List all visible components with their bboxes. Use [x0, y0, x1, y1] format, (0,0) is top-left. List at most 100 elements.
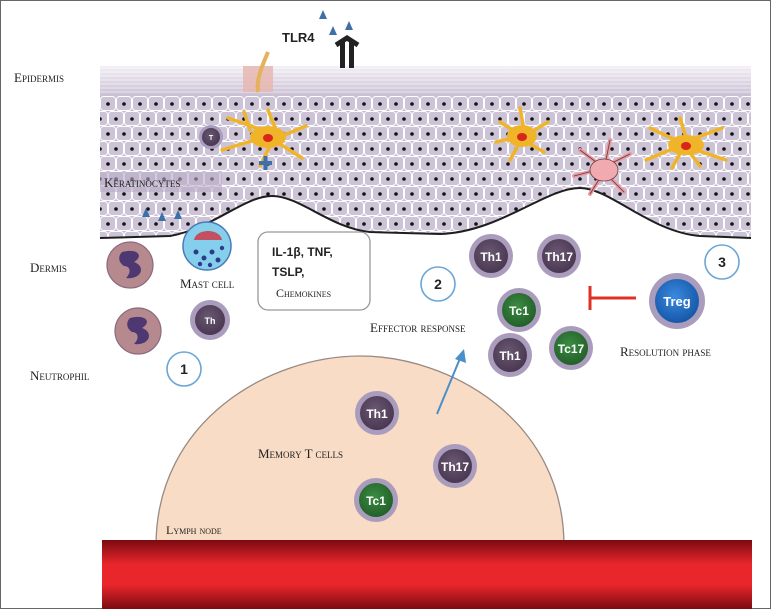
- memory-t-cells-label: Memory T cells: [258, 446, 343, 461]
- keratinocyte-nucleus: [282, 162, 286, 166]
- keratinocyte-nucleus: [450, 207, 454, 211]
- keratinocyte-nucleus: [298, 192, 302, 196]
- keratinocyte-nucleus: [722, 177, 726, 181]
- keratinocyte-nucleus: [498, 207, 502, 211]
- keratinocyte-nucleus: [650, 162, 654, 166]
- keratinocyte-nucleus: [618, 102, 622, 106]
- keratinocyte-nucleus: [378, 222, 382, 226]
- keratinocyte-nucleus: [170, 162, 174, 166]
- keratinocyte-nucleus: [226, 207, 230, 211]
- keratinocyte-nucleus: [194, 207, 198, 211]
- keratinocyte-nucleus: [370, 147, 374, 151]
- keratinocyte-nucleus: [306, 147, 310, 151]
- keratinocyte-nucleus: [330, 132, 334, 136]
- keratinocyte-nucleus: [722, 207, 726, 211]
- keratinocyte-nucleus: [234, 132, 238, 136]
- keratinocyte-nucleus: [202, 192, 206, 196]
- memory-th17: Th17: [433, 444, 477, 488]
- danger-signal-icons: [142, 208, 182, 221]
- keratinocyte-nucleus: [330, 192, 334, 196]
- keratinocyte-nucleus: [554, 132, 558, 136]
- keratinocyte-nucleus: [482, 147, 486, 151]
- keratinocyte-nucleus: [730, 132, 734, 136]
- keratinocyte-nucleus: [458, 222, 462, 226]
- keratinocyte-nucleus: [266, 192, 270, 196]
- effector-th1-top-label: Th1: [480, 250, 502, 264]
- step-2-label: 2: [434, 276, 442, 292]
- keratinocyte-nucleus: [114, 207, 118, 211]
- keratinocyte-nucleus: [314, 132, 318, 136]
- keratinocyte-nucleus: [442, 162, 446, 166]
- keratinocyte-nucleus: [482, 117, 486, 121]
- keratinocyte-nucleus: [402, 207, 406, 211]
- keratinocyte-nucleus: [394, 132, 398, 136]
- keratinocyte-nucleus: [362, 132, 366, 136]
- keratinocyte-nucleus: [338, 147, 342, 151]
- keratinocyte-nucleus: [442, 192, 446, 196]
- keratinocyte-nucleus: [402, 177, 406, 181]
- keratinocyte-nucleus: [210, 207, 214, 211]
- keratinocyte-nucleus: [538, 102, 542, 106]
- keratinocyte-nucleus: [514, 117, 518, 121]
- keratinocyte-nucleus: [170, 102, 174, 106]
- keratinocyte-nucleus: [474, 132, 478, 136]
- keratinocyte-nucleus: [122, 192, 126, 196]
- keratinocyte-nucleus: [106, 192, 110, 196]
- memory-tc1-label: Tc1: [366, 494, 386, 508]
- hair-follicle: [243, 51, 273, 93]
- keratinocyte-nucleus: [746, 222, 750, 226]
- keratinocyte-nucleus: [394, 102, 398, 106]
- keratinocyte-nucleus: [666, 102, 670, 106]
- keratinocyte-nucleus: [322, 147, 326, 151]
- keratinocyte-cell: [748, 111, 751, 126]
- effector-th1-top: Th1: [469, 234, 513, 278]
- keratinocyte-nucleus: [354, 117, 358, 121]
- keratinocyte-nucleus: [482, 207, 486, 211]
- keratinocyte-nucleus: [426, 222, 430, 226]
- keratinocyte-nucleus: [474, 162, 478, 166]
- keratinocyte-nucleus: [458, 192, 462, 196]
- keratinocyte-nucleus: [162, 207, 166, 211]
- keratinocyte-nucleus: [450, 147, 454, 151]
- keratinocyte-nucleus: [450, 177, 454, 181]
- keratinocyte-nucleus: [746, 162, 750, 166]
- dermal-th-cell: Th: [190, 300, 230, 340]
- keratinocyte-nucleus: [554, 162, 558, 166]
- keratinocyte-nucleus: [178, 147, 182, 151]
- keratinocyte-nucleus: [394, 222, 398, 226]
- keratinocyte-nucleus: [498, 117, 502, 121]
- keratinocyte-nucleus: [442, 102, 446, 106]
- keratinocyte-nucleus: [370, 117, 374, 121]
- keratinocyte-cell: [100, 231, 108, 238]
- keratinocyte-nucleus: [578, 177, 582, 181]
- keratinocyte-nucleus: [490, 132, 494, 136]
- keratinocyte-nucleus: [434, 117, 438, 121]
- treg-cell-label: Treg: [663, 294, 691, 309]
- keratinocyte-nucleus: [322, 207, 326, 211]
- keratinocyte-nucleus: [186, 192, 190, 196]
- keratinocyte-nucleus: [746, 132, 750, 136]
- keratinocyte-cell: [748, 201, 751, 216]
- keratinocyte-nucleus: [100, 117, 102, 121]
- keratinocyte-cell: [124, 231, 140, 238]
- keratinocyte-cell: [700, 231, 716, 238]
- keratinocyte-nucleus: [234, 162, 238, 166]
- keratinocyte-nucleus: [122, 132, 126, 136]
- keratinocyte-nucleus: [642, 147, 646, 151]
- keratinocyte-nucleus: [514, 207, 518, 211]
- keratinocyte-nucleus: [658, 117, 662, 121]
- keratinocyte-nucleus: [626, 117, 630, 121]
- neutrophil-label: Neutrophil: [30, 368, 89, 383]
- keratinocyte-nucleus: [258, 117, 262, 121]
- keratinocyte-nucleus: [506, 102, 510, 106]
- epidermis-label-bg: [6, 68, 92, 88]
- keratinocyte-nucleus: [714, 222, 718, 226]
- keratinocyte-nucleus: [594, 117, 598, 121]
- keratinocyte-nucleus: [450, 117, 454, 121]
- keratinocyte-nucleus: [186, 132, 190, 136]
- keratinocytes-label-bg: [100, 172, 222, 192]
- effector-tc1: Tc1: [497, 288, 541, 332]
- keratinocyte-nucleus: [434, 147, 438, 151]
- memory-th1: Th1: [355, 391, 399, 435]
- keratinocyte-nucleus: [194, 117, 198, 121]
